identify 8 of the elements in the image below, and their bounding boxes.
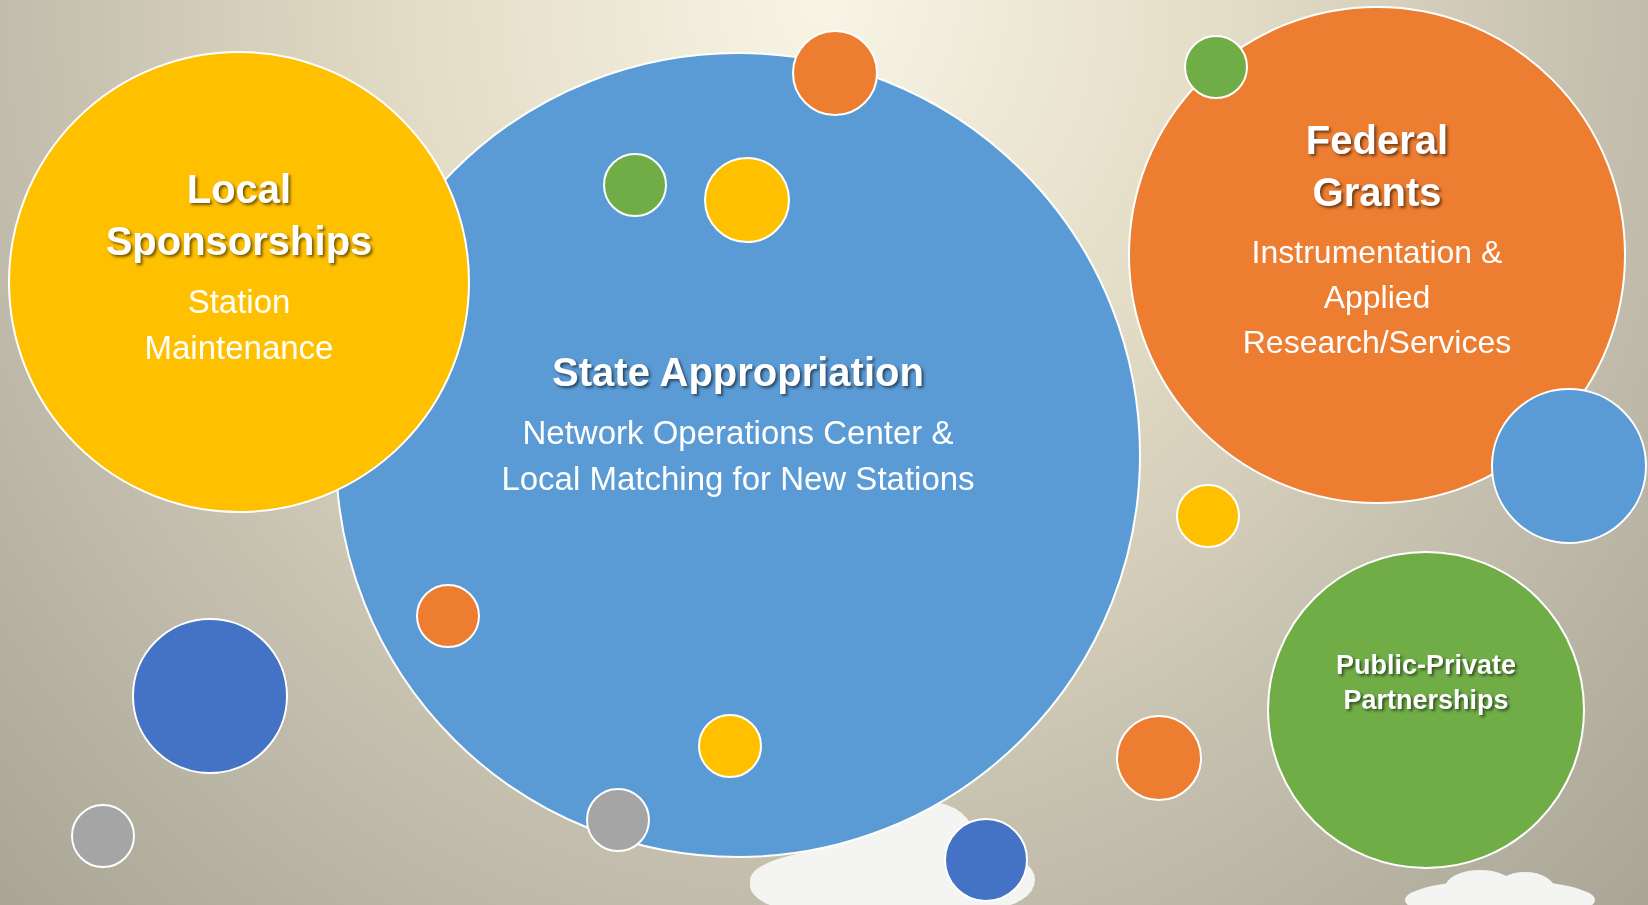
circle-description: Network Operations Center & Local Matching for New Stations xyxy=(500,413,976,500)
circle-description: Instrumentation & Applied Research/Services xyxy=(1241,233,1513,362)
circle-title: Local Sponsorships xyxy=(104,166,374,265)
circle-description: Station Maintenance xyxy=(143,282,335,369)
circle-title: Federal Grants xyxy=(1304,117,1450,216)
circle-title: State Appropriation xyxy=(551,349,925,396)
circle-title: Public-Private Partnerships xyxy=(1334,649,1518,718)
decorative-circle xyxy=(698,714,762,778)
